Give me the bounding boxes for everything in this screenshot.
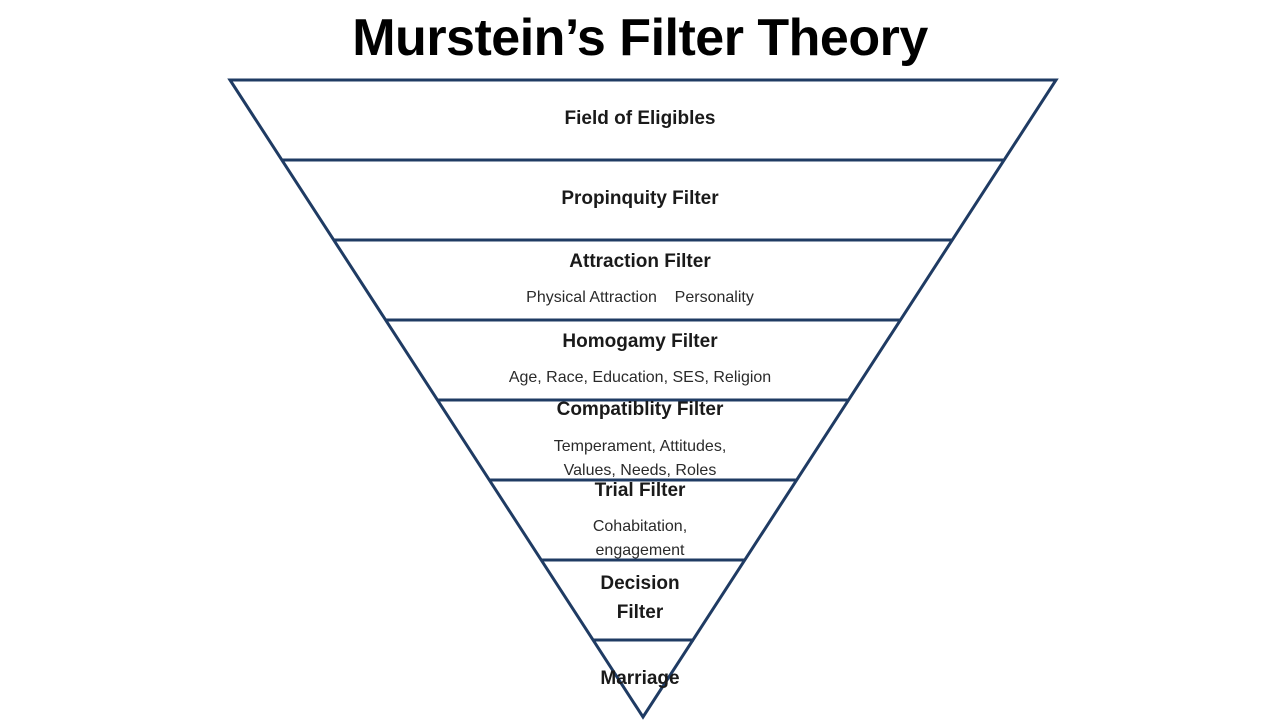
level-attraction-detail: Physical Attraction Personality <box>526 289 754 306</box>
level-homogamy-filter: Homogamy Filter <box>562 331 718 352</box>
level-compatibility-detail-line-2: Values, Needs, Roles <box>563 462 717 479</box>
level-decision-filter-line-1: Decision <box>600 573 680 594</box>
level-trial-detail-line-2: engagement <box>595 542 685 559</box>
funnel-outline <box>227 78 1059 720</box>
level-trial-detail-line-1: Cohabitation, <box>592 518 688 535</box>
level-homogamy-detail: Age, Race, Education, SES, Religion <box>508 369 772 386</box>
diagram-title: Murstein’s Filter Theory <box>352 9 928 67</box>
level-compatibility-filter: Compatiblity Filter <box>556 399 724 420</box>
level-decision-filter-line-2: Filter <box>616 602 664 623</box>
level-attraction-filter: Attraction Filter <box>569 251 711 272</box>
level-compatibility-detail-line-1: Temperament, Attitudes, <box>553 438 727 455</box>
level-propinquity-filter: Propinquity Filter <box>561 188 719 209</box>
level-field-of-eligibles: Field of Eligibles <box>564 108 716 129</box>
level-trial-filter: Trial Filter <box>594 480 686 501</box>
level-marriage: Marriage <box>600 668 680 689</box>
